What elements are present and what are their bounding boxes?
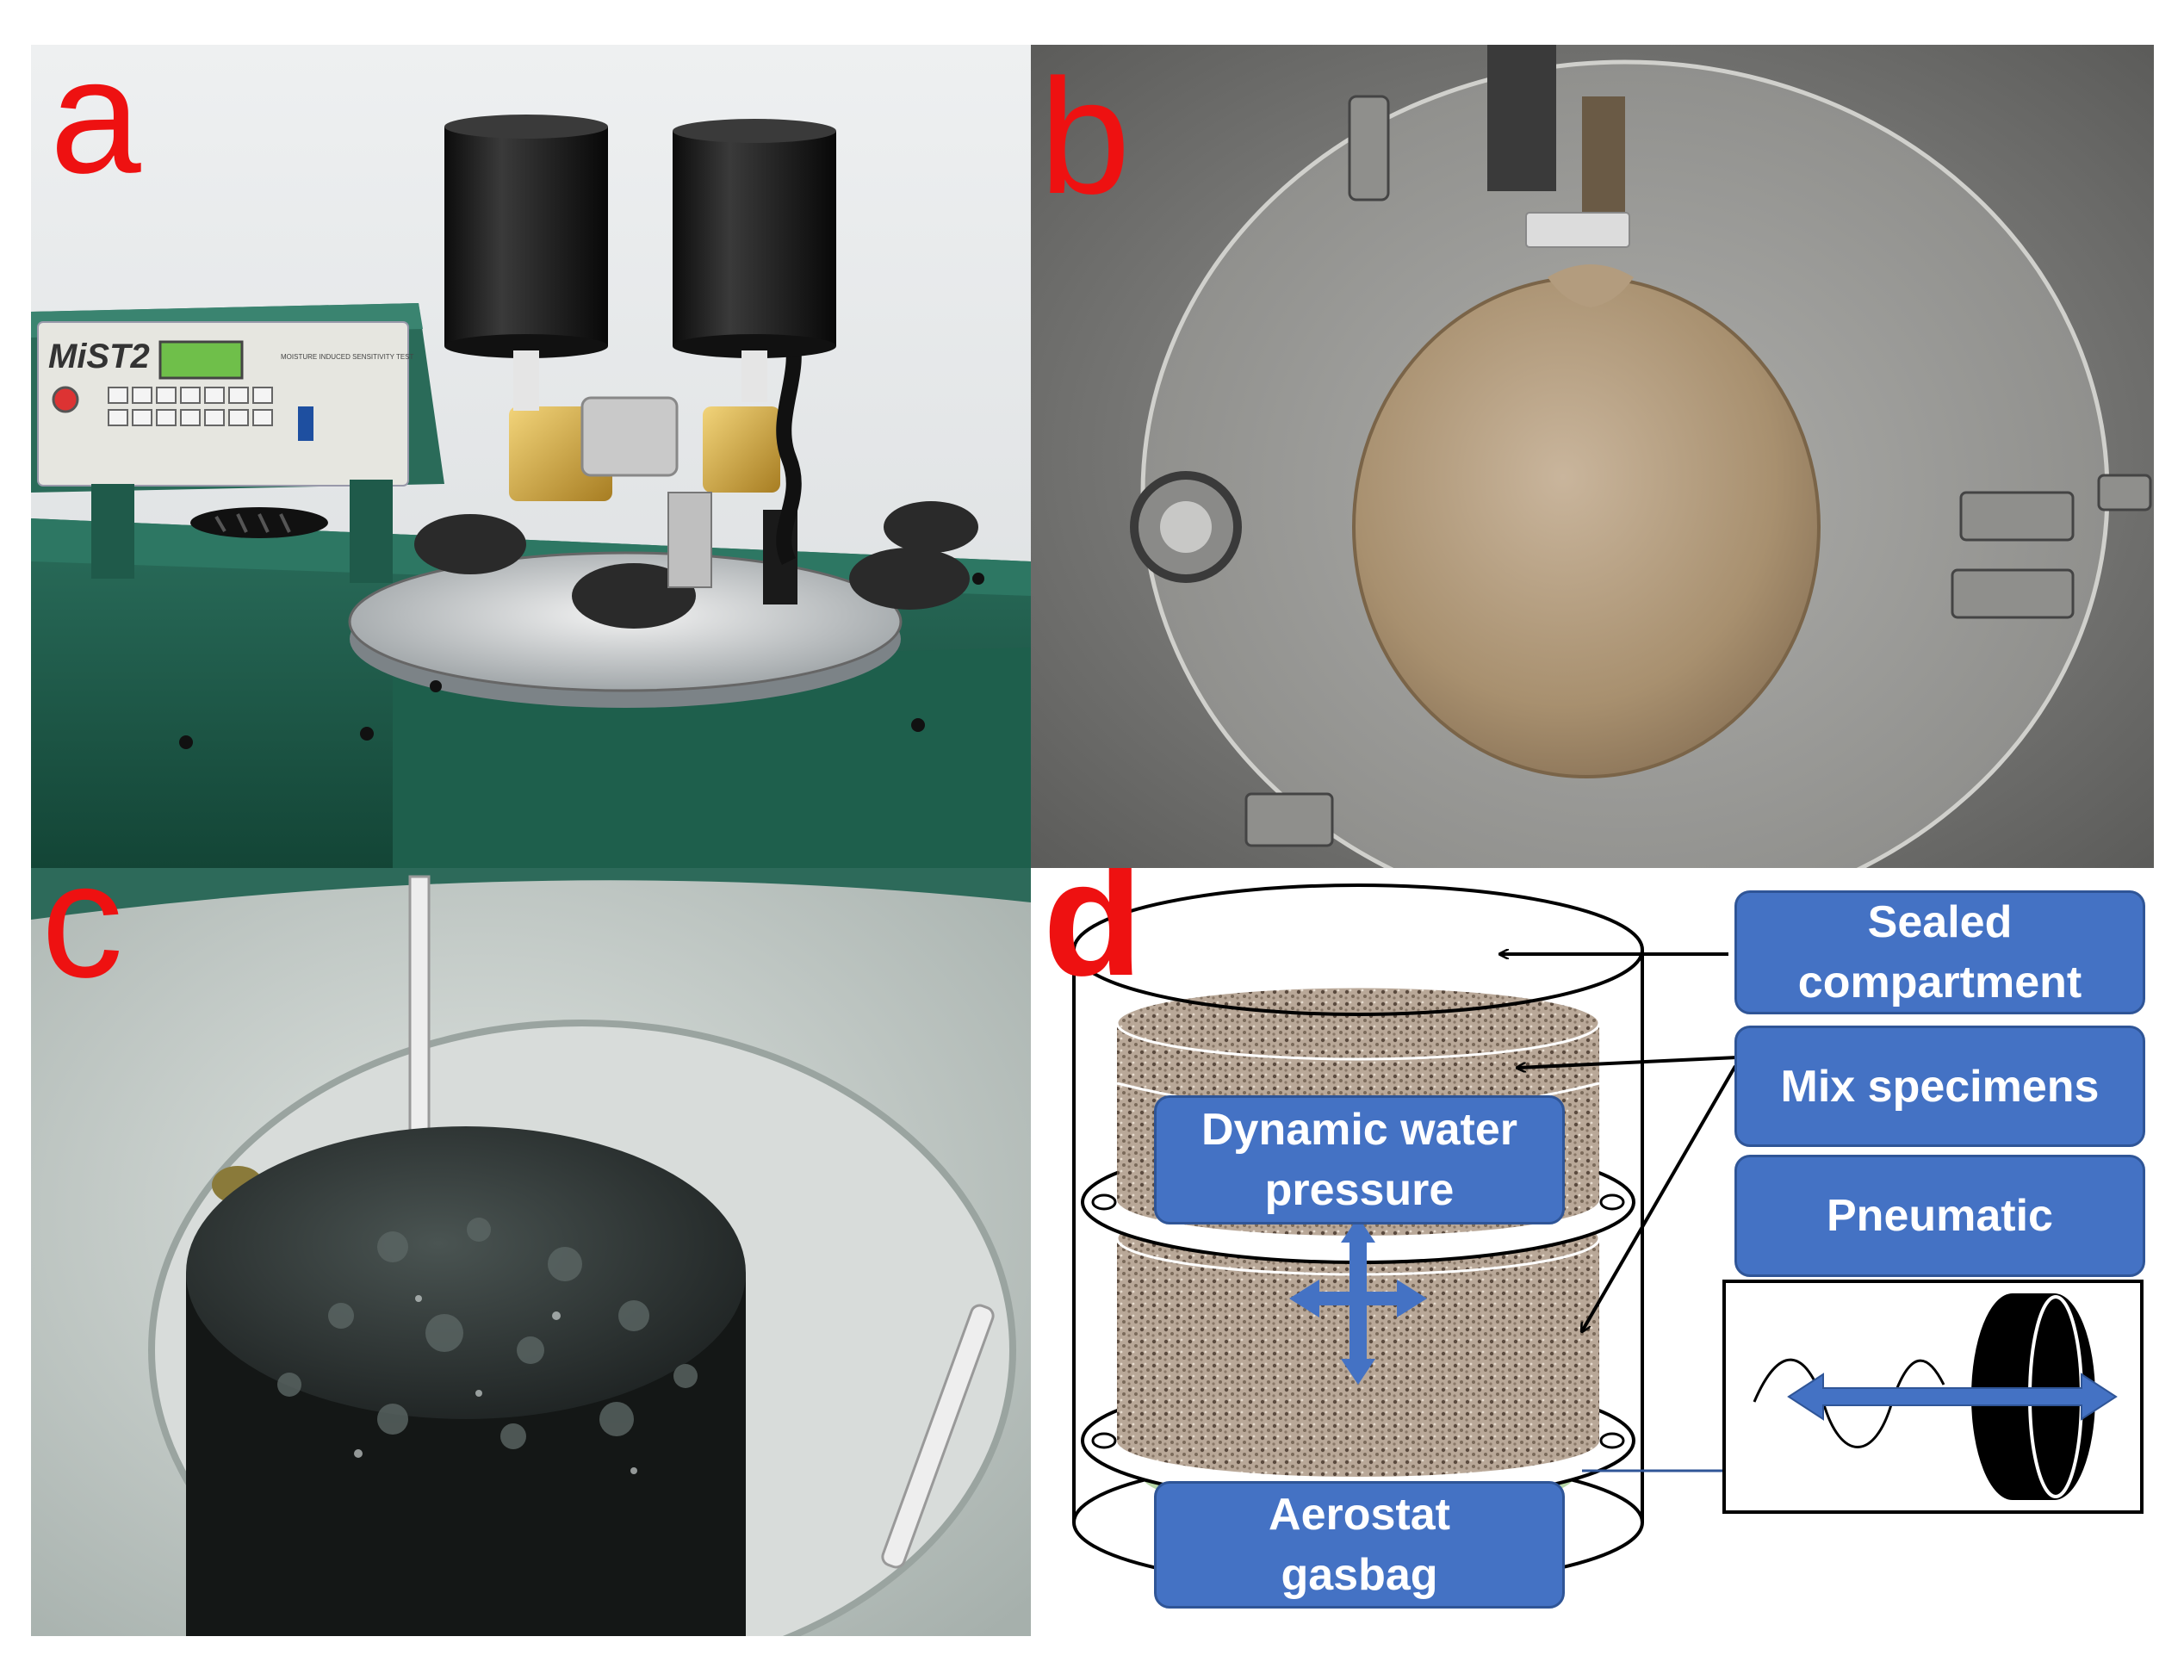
label-mix-specimens-text: Mix specimens xyxy=(1780,1061,2100,1112)
label-dynamic-line1: Dynamic water xyxy=(1201,1105,1518,1155)
vent-grille xyxy=(190,507,328,538)
gasbag-shape xyxy=(1352,276,1821,778)
panel-letter-a: a xyxy=(50,45,141,208)
panel-letter-b: b xyxy=(1039,46,1131,228)
label-aerostat-line1: Aerostat xyxy=(1269,1490,1450,1540)
sine-wave-icon xyxy=(1753,1358,1945,1448)
double-arrow-icon xyxy=(1787,1373,2118,1421)
panel-a-device-photo: MiST2 MOISTURE INDUCED SENSITIVITY TEST xyxy=(31,45,1031,868)
label-mix-specimens: Mix specimens xyxy=(1734,1026,2145,1147)
label-sealed-compartment: Sealed compartment xyxy=(1734,890,2145,1014)
label-pneumatic: Pneumatic xyxy=(1734,1155,2145,1277)
device-caption-text: MOISTURE INDUCED SENSITIVITY TEST xyxy=(281,353,414,361)
chamber-illustration xyxy=(1031,45,2154,868)
lcd-display xyxy=(158,340,244,380)
label-aerostat-line2: gasbag xyxy=(1281,1550,1438,1600)
label-aerostat-gasbag: Aerostat gasbag xyxy=(1154,1481,1565,1609)
panel-b-chamber-photo: b xyxy=(1031,45,2154,868)
logo-mark-icon xyxy=(298,406,313,441)
panel-c-specimen-photo: c xyxy=(31,868,1031,1636)
panel-letter-d: d xyxy=(1043,868,1144,1010)
device-brand-text: MiST2 xyxy=(48,338,150,375)
label-dynamic-water-pressure: Dynamic water pressure xyxy=(1154,1095,1565,1224)
cross-arrow-icon xyxy=(1289,1217,1427,1385)
label-pneumatic-text: Pneumatic xyxy=(1827,1191,2053,1241)
panel-d-schematic: Sealed compartment Mix specimens Pneumat… xyxy=(1031,868,2154,1636)
mist-device-illustration: MiST2 MOISTURE INDUCED SENSITIVITY TEST xyxy=(31,45,1031,868)
label-sealed-line2: compartment xyxy=(1797,958,2082,1007)
keypad xyxy=(108,387,273,426)
panel-letter-c: c xyxy=(41,868,123,1012)
label-sealed-line1: Sealed xyxy=(1867,897,2013,947)
label-dynamic-line2: pressure xyxy=(1264,1165,1455,1215)
asphalt-specimen-shape xyxy=(186,1126,746,1419)
power-button-icon xyxy=(52,386,79,413)
specimen-illustration xyxy=(31,868,1031,1636)
